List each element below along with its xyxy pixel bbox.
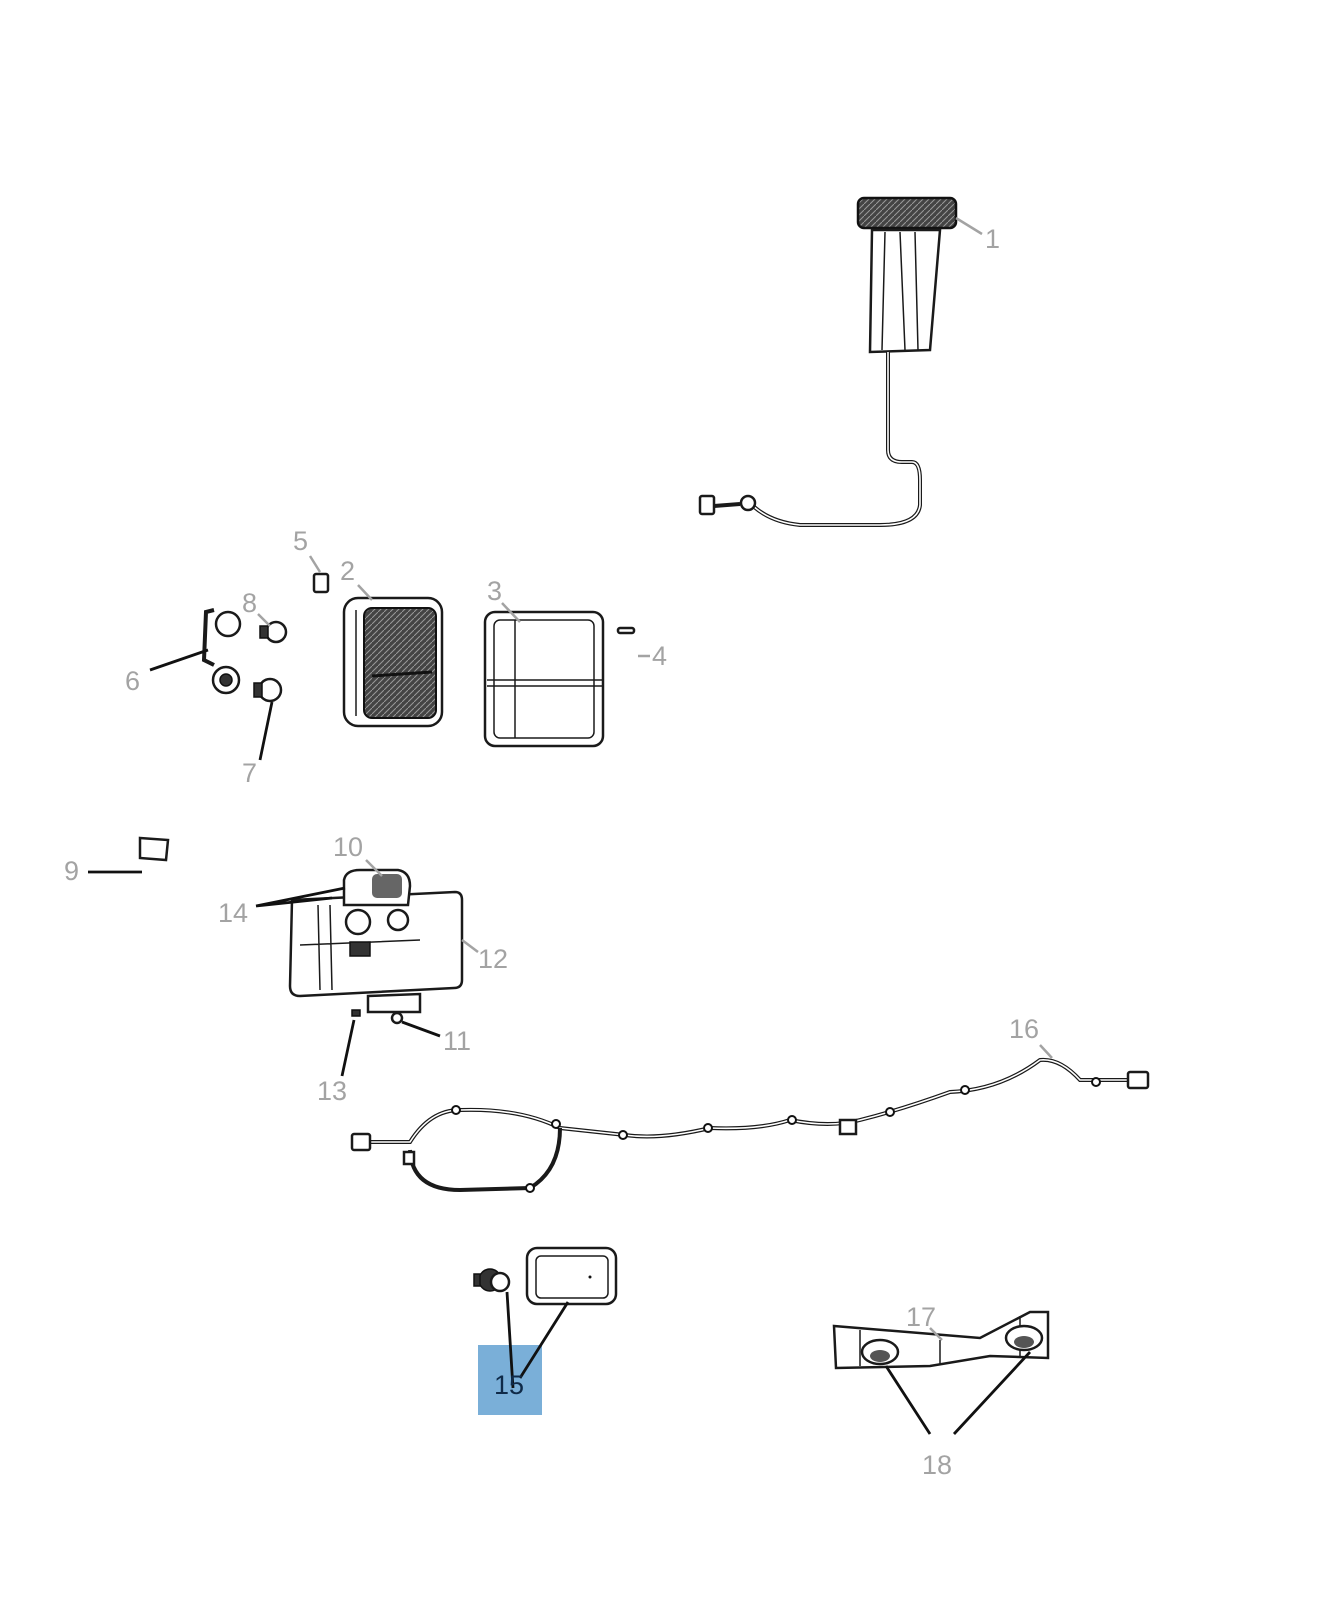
- leader-12: [461, 939, 479, 953]
- part-11-nut[interactable]: [390, 1011, 404, 1025]
- part-12-lamp-bracket[interactable]: [288, 890, 464, 1014]
- leader-7: [258, 701, 274, 761]
- part-5-clip[interactable]: [312, 572, 330, 594]
- callout-12[interactable]: 12: [478, 944, 508, 974]
- callout-17[interactable]: 17: [906, 1302, 936, 1332]
- leader-18: [884, 1351, 1032, 1435]
- leader-17: [929, 1327, 943, 1341]
- callout-4[interactable]: 4: [652, 641, 667, 671]
- callout-14[interactable]: 14: [218, 898, 248, 928]
- part-7-bulb[interactable]: [253, 677, 283, 703]
- leader-16: [1039, 1044, 1053, 1059]
- leader-6: [149, 648, 209, 672]
- callout-5[interactable]: 5: [293, 526, 308, 556]
- callout-2[interactable]: 2: [340, 556, 355, 586]
- part-9-pad[interactable]: [138, 836, 170, 862]
- leader-3: [501, 602, 521, 623]
- part-3-lamp-guard[interactable]: [483, 610, 605, 748]
- leader-1: [955, 216, 983, 236]
- callout-15[interactable]: 15: [494, 1370, 524, 1400]
- part-1-high-mount-stop-lamp[interactable]: [698, 196, 958, 527]
- leader-8: [257, 613, 271, 627]
- leader-5: [308, 555, 322, 573]
- leader-10: [365, 859, 383, 877]
- part-18-license-lamps[interactable]: [860, 1324, 1044, 1366]
- part-4-screw[interactable]: [616, 626, 636, 635]
- part-6-socket-harness[interactable]: [201, 608, 242, 695]
- callout-13[interactable]: 13: [317, 1076, 347, 1106]
- callout-6[interactable]: 6: [125, 666, 140, 696]
- callout-10[interactable]: 10: [333, 832, 363, 862]
- callout-8[interactable]: 8: [242, 588, 257, 618]
- part-15-gasket[interactable]: [525, 1246, 618, 1306]
- part-2-tail-lamp[interactable]: [342, 596, 444, 728]
- callout-9[interactable]: 9: [64, 856, 79, 886]
- callout-1[interactable]: 1: [985, 224, 1000, 254]
- leader-2: [357, 584, 373, 601]
- callout-7[interactable]: 7: [242, 758, 257, 788]
- leader-11: [401, 1020, 441, 1038]
- callout-11[interactable]: 11: [443, 1026, 471, 1056]
- leader-14: [255, 886, 346, 908]
- leader-15: [505, 1291, 570, 1389]
- callout-16[interactable]: 16: [1009, 1014, 1039, 1044]
- part-10-license-lamp[interactable]: [342, 868, 412, 907]
- leader-13: [340, 1019, 356, 1077]
- part-16-wiring-harness[interactable]: [350, 1057, 1150, 1193]
- part-15-bulb[interactable]: [473, 1268, 511, 1293]
- callout-3[interactable]: 3: [487, 576, 502, 606]
- part-13-fastener[interactable]: [351, 1009, 361, 1017]
- callout-18[interactable]: 18: [922, 1450, 952, 1480]
- part-8-bulb[interactable]: [259, 620, 288, 644]
